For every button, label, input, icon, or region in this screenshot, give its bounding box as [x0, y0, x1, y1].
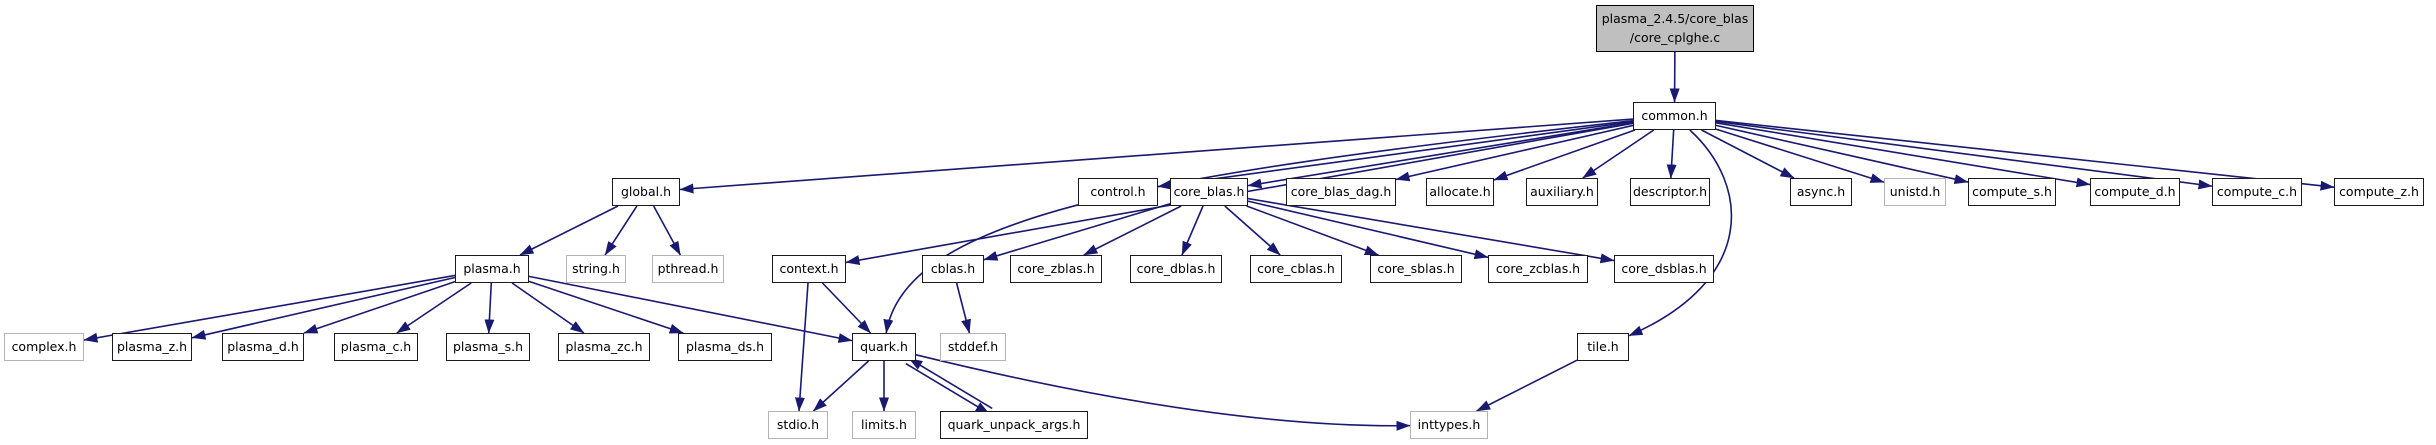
- graph-node-quark_unpack_args[interactable]: quark_unpack_args.h: [940, 411, 1088, 439]
- edge-common-to-tile: [1628, 129, 1733, 337]
- edge-quark_unpack_args-to-quark: [908, 357, 993, 410]
- edge-core_blas-to-core_zblas: [1083, 205, 1182, 256]
- edge-common-to-quark: [883, 119, 1634, 334]
- edge-plasma-to-plasma_c: [396, 282, 472, 334]
- graph-node-plasma_ds[interactable]: plasma_ds.h: [678, 333, 772, 361]
- edge-global-to-plasma: [519, 205, 619, 256]
- graph-node-compute_z[interactable]: compute_z.h: [2334, 178, 2424, 206]
- graph-node-complex: complex.h: [4, 333, 84, 361]
- graph-node-cblas[interactable]: cblas.h: [922, 255, 984, 283]
- edge-core_blas-to-core_sblas: [1246, 205, 1379, 256]
- graph-node-unistd: unistd.h: [1884, 178, 1946, 206]
- graph-node-tile[interactable]: tile.h: [1577, 333, 1629, 361]
- edge-plasma-to-plasma_ds: [528, 280, 684, 334]
- edge-quark-to-quark_unpack_args: [905, 362, 990, 415]
- edge-plasma-to-plasma_s: [484, 282, 495, 334]
- edge-common-to-global: [679, 118, 1634, 194]
- graph-node-control[interactable]: control.h: [1078, 178, 1158, 206]
- graph-node-core_dblas[interactable]: core_dblas.h: [1130, 255, 1222, 283]
- graph-node-inttypes: inttypes.h: [1410, 411, 1488, 439]
- edge-common-to-allocate: [1493, 129, 1636, 181]
- graph-node-compute_c[interactable]: compute_c.h: [2212, 178, 2302, 206]
- edge-core_blas-to-core_cblas: [1224, 205, 1281, 256]
- edge-global-to-string: [604, 205, 638, 256]
- edge-context-to-stdio: [794, 282, 809, 412]
- graph-node-core_zblas[interactable]: core_zblas.h: [1010, 255, 1102, 283]
- graph-node-stdio: stdio.h: [768, 411, 828, 439]
- edge-common-to-control: [1157, 120, 1634, 190]
- graph-node-allocate[interactable]: allocate.h: [1426, 178, 1494, 206]
- graph-root-file-node: plasma_2.4.5/core_blas /core_cplghe.c: [1596, 5, 1754, 52]
- edge-common-to-descriptor: [1666, 129, 1677, 179]
- edge-plasma-to-quark: [528, 275, 853, 343]
- graph-node-stddef: stddef.h: [940, 333, 1006, 361]
- graph-node-plasma_d[interactable]: plasma_d.h: [222, 333, 304, 361]
- graph-node-core_zcblas[interactable]: core_zcblas.h: [1488, 255, 1588, 283]
- edge-common-to-async: [1701, 129, 1795, 179]
- graph-node-compute_d[interactable]: compute_d.h: [2090, 178, 2180, 206]
- edge-core_blas-to-core_dsblas: [1247, 197, 1615, 264]
- edge-common-to-compute_c: [1715, 120, 2213, 190]
- edge-core_blas-to-cblas: [983, 202, 1171, 261]
- graph-node-plasma_z[interactable]: plasma_z.h: [112, 333, 192, 361]
- graph-node-core_cblas[interactable]: core_cblas.h: [1250, 255, 1342, 283]
- graph-node-core_blas[interactable]: core_blas.h: [1170, 178, 1248, 206]
- edge-common-to-compute_z: [1715, 119, 2335, 191]
- graph-node-async[interactable]: async.h: [1790, 178, 1852, 206]
- graph-node-compute_s[interactable]: compute_s.h: [1968, 178, 2056, 206]
- edge-plasma-to-plasma_zc: [511, 282, 585, 334]
- edge-cblas-to-stddef: [955, 282, 971, 334]
- edge-common-to-compute_d: [1715, 122, 2091, 188]
- graph-node-context[interactable]: context.h: [772, 255, 846, 283]
- graph-node-quark[interactable]: quark.h: [852, 333, 916, 361]
- edge-global-to-pthread: [652, 205, 682, 256]
- graph-node-core_blas_dag[interactable]: core_blas_dag.h: [1286, 178, 1396, 206]
- graph-node-global[interactable]: global.h: [612, 178, 680, 206]
- edge-plasma-to-complex: [83, 274, 456, 343]
- graph-node-plasma_s[interactable]: plasma_s.h: [446, 333, 530, 361]
- graph-node-plasma_zc[interactable]: plasma_zc.h: [558, 333, 650, 361]
- edge-quark-to-inttypes: [915, 354, 1411, 431]
- edge-core_blas-to-core_dblas: [1181, 205, 1204, 256]
- graph-node-plasma[interactable]: plasma.h: [455, 255, 529, 283]
- graph-node-common[interactable]: common.h: [1633, 102, 1716, 130]
- edge-common-to-core_blas: [1247, 121, 1634, 189]
- graph-node-string: string.h: [566, 255, 626, 283]
- edge-context-to-quark: [821, 282, 872, 334]
- edge-plasma-to-plasma_d: [303, 280, 456, 334]
- edge-common-to-core_blas_dag: [1395, 124, 1634, 182]
- edge-quark-to-stdio: [812, 360, 870, 412]
- graph-node-core_dsblas[interactable]: core_dsblas.h: [1614, 255, 1714, 283]
- graph-node-descriptor[interactable]: descriptor.h: [1630, 178, 1710, 206]
- graph-node-core_sblas[interactable]: core_sblas.h: [1370, 255, 1462, 283]
- edge-plasma-to-plasma_z: [191, 276, 456, 340]
- graph-node-pthread: pthread.h: [652, 255, 724, 283]
- edge-tile-to-inttypes: [1476, 359, 1578, 412]
- edge-common-to-compute_s: [1715, 124, 1969, 185]
- graph-node-plasma_c[interactable]: plasma_c.h: [334, 333, 418, 361]
- edge-common-to-unistd: [1715, 128, 1885, 183]
- edge-core_blas-to-core_zcblas: [1247, 200, 1489, 260]
- edge-common-to-auxiliary: [1582, 129, 1655, 179]
- graph-node-limits: limits.h: [852, 411, 916, 439]
- graph-node-auxiliary[interactable]: auxiliary.h: [1526, 178, 1598, 206]
